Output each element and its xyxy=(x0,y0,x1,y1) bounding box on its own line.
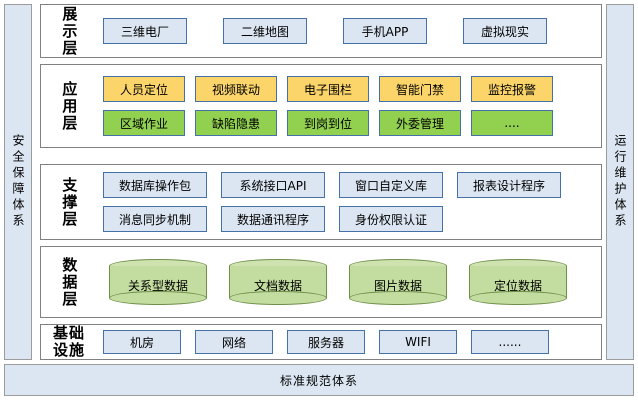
layer-support-row-2: 消息同步机制 数据通讯程序 身份权限认证 xyxy=(103,206,595,232)
layer-display: 展示层 三维电厂 二维地图 手机APP 虚拟现实 xyxy=(40,4,602,58)
node-message-sync-mechanism[interactable]: 消息同步机制 xyxy=(103,206,207,232)
node-window-custom-library[interactable]: 窗口自定义库 xyxy=(339,172,443,198)
layer-data: 数据层 关系型数据 文档数据 xyxy=(40,246,602,318)
node-smart-access-control[interactable]: 智能门禁 xyxy=(379,76,461,102)
layer-support-label: 支撑层 xyxy=(60,176,79,228)
node-computer-room[interactable]: 机房 xyxy=(103,330,181,354)
node-defect-hazard[interactable]: 缺陷隐患 xyxy=(195,110,277,136)
left-rail-security-system: 安全保障体系 xyxy=(4,4,32,360)
node-application-more[interactable]: .... xyxy=(471,110,553,136)
cylinder-label: 图片数据 xyxy=(373,278,422,293)
node-monitoring-alarm[interactable]: 监控报警 xyxy=(471,76,553,102)
layer-application-label: 应用层 xyxy=(60,80,79,132)
layer-infrastructure-label-line-2: 设施 xyxy=(52,341,85,359)
cylinder-document-data[interactable]: 文档数据 xyxy=(229,259,327,305)
node-database-operation-package[interactable]: 数据库操作包 xyxy=(103,172,207,198)
node-infrastructure-more[interactable]: ...... xyxy=(471,330,549,354)
layer-application: 应用层 人员定位 视频联动 电子围栏 智能门禁 监控报警 区域作业 缺陷隐患 到… xyxy=(40,64,602,148)
cylinder-label: 定位数据 xyxy=(493,278,542,293)
layer-display-body: 三维电厂 二维地图 手机APP 虚拟现实 xyxy=(97,18,601,44)
cylinder-bottom-ellipse xyxy=(469,291,567,305)
cylinder-bottom-ellipse xyxy=(109,291,207,305)
layer-support-row-1: 数据库操作包 系统接口API 窗口自定义库 报表设计程序 xyxy=(103,172,595,198)
node-identity-authorization[interactable]: 身份权限认证 xyxy=(339,206,443,232)
node-data-communication-program[interactable]: 数据通讯程序 xyxy=(221,206,325,232)
node-report-design-program[interactable]: 报表设计程序 xyxy=(457,172,561,198)
node-mobile-app[interactable]: 手机APP xyxy=(343,18,427,44)
cylinder-relational-data[interactable]: 关系型数据 xyxy=(109,259,207,305)
layer-application-body: 人员定位 视频联动 电子围栏 智能门禁 监控报警 区域作业 缺陷隐患 到岗到位 … xyxy=(97,76,601,136)
node-2d-map[interactable]: 二维地图 xyxy=(223,18,307,44)
cylinder-label: 关系型数据 xyxy=(127,278,188,293)
layer-infrastructure-label: 基础 设施 xyxy=(41,325,97,359)
layer-display-row-1: 三维电厂 二维地图 手机APP 虚拟现实 xyxy=(103,18,595,44)
bottom-bar-label: 标准规范体系 xyxy=(279,373,358,388)
cylinder-label: 文档数据 xyxy=(253,278,302,293)
cylinder-bottom-ellipse xyxy=(229,291,327,305)
node-video-linkage[interactable]: 视频联动 xyxy=(195,76,277,102)
node-wifi[interactable]: WIFI xyxy=(379,330,457,354)
layer-infrastructure-row-1: 机房 网络 服务器 WIFI ...... xyxy=(103,330,595,354)
right-rail-operation-maintenance-system: 运行维护体系 xyxy=(606,4,634,360)
node-area-operation[interactable]: 区域作业 xyxy=(103,110,185,136)
node-post-arrival[interactable]: 到岗到位 xyxy=(287,110,369,136)
layer-application-row-1: 人员定位 视频联动 电子围栏 智能门禁 监控报警 xyxy=(103,76,595,102)
right-rail-label: 运行维护体系 xyxy=(613,134,627,230)
node-system-interface-api[interactable]: 系统接口API xyxy=(221,172,325,198)
node-network[interactable]: 网络 xyxy=(195,330,273,354)
layer-support-body: 数据库操作包 系统接口API 窗口自定义库 报表设计程序 消息同步机制 数据通讯… xyxy=(97,172,601,232)
cylinder-positioning-data[interactable]: 定位数据 xyxy=(469,259,567,305)
cylinder-bottom-ellipse xyxy=(349,291,447,305)
layer-data-cylinder-row: 关系型数据 文档数据 图片数据 xyxy=(103,259,595,305)
cylinder-image-data[interactable]: 图片数据 xyxy=(349,259,447,305)
layer-support: 支撑层 数据库操作包 系统接口API 窗口自定义库 报表设计程序 消息同步机制 … xyxy=(40,164,602,240)
node-3d-power-plant[interactable]: 三维电厂 xyxy=(103,18,187,44)
layer-data-body: 关系型数据 文档数据 图片数据 xyxy=(97,259,601,305)
layer-infrastructure-body: 机房 网络 服务器 WIFI ...... xyxy=(97,330,601,354)
layer-infrastructure: 基础 设施 机房 网络 服务器 WIFI ...... xyxy=(40,324,602,360)
layer-display-label: 展示层 xyxy=(60,5,79,57)
node-electronic-fence[interactable]: 电子围栏 xyxy=(287,76,369,102)
layer-infrastructure-label-line-1: 基础 xyxy=(52,324,85,343)
node-server[interactable]: 服务器 xyxy=(287,330,365,354)
node-outsourcing-management[interactable]: 外委管理 xyxy=(379,110,461,136)
bottom-bar-standards-system: 标准规范体系 xyxy=(4,364,634,396)
layer-application-row-2: 区域作业 缺陷隐患 到岗到位 外委管理 .... xyxy=(103,110,595,136)
node-personnel-positioning[interactable]: 人员定位 xyxy=(103,76,185,102)
node-virtual-reality[interactable]: 虚拟现实 xyxy=(463,18,547,44)
left-rail-label: 安全保障体系 xyxy=(11,134,25,230)
layer-data-label: 数据层 xyxy=(60,256,79,308)
